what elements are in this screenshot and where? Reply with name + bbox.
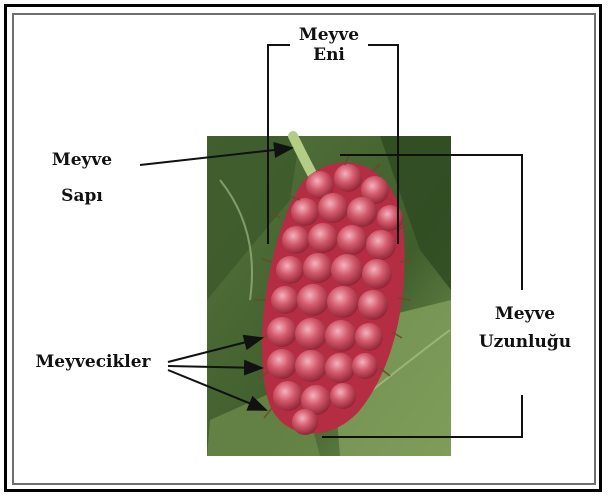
mulberry-photo xyxy=(207,136,451,456)
width-label-line1: Meyve xyxy=(286,25,372,45)
length-label-line2: Uzunluğu xyxy=(470,328,580,356)
length-label: Meyve Uzunluğu xyxy=(470,300,580,356)
width-label-line2: Eni xyxy=(286,45,372,65)
stalk-label-line1: Meyve xyxy=(22,150,142,170)
width-label: Meyve Eni xyxy=(286,25,372,65)
drupelets-label: Meyvecikler xyxy=(18,352,168,372)
stalk-label-line2: Sapı xyxy=(22,186,142,206)
length-label-line1: Meyve xyxy=(470,300,580,328)
stalk-label: Meyve Sapı xyxy=(22,150,142,206)
